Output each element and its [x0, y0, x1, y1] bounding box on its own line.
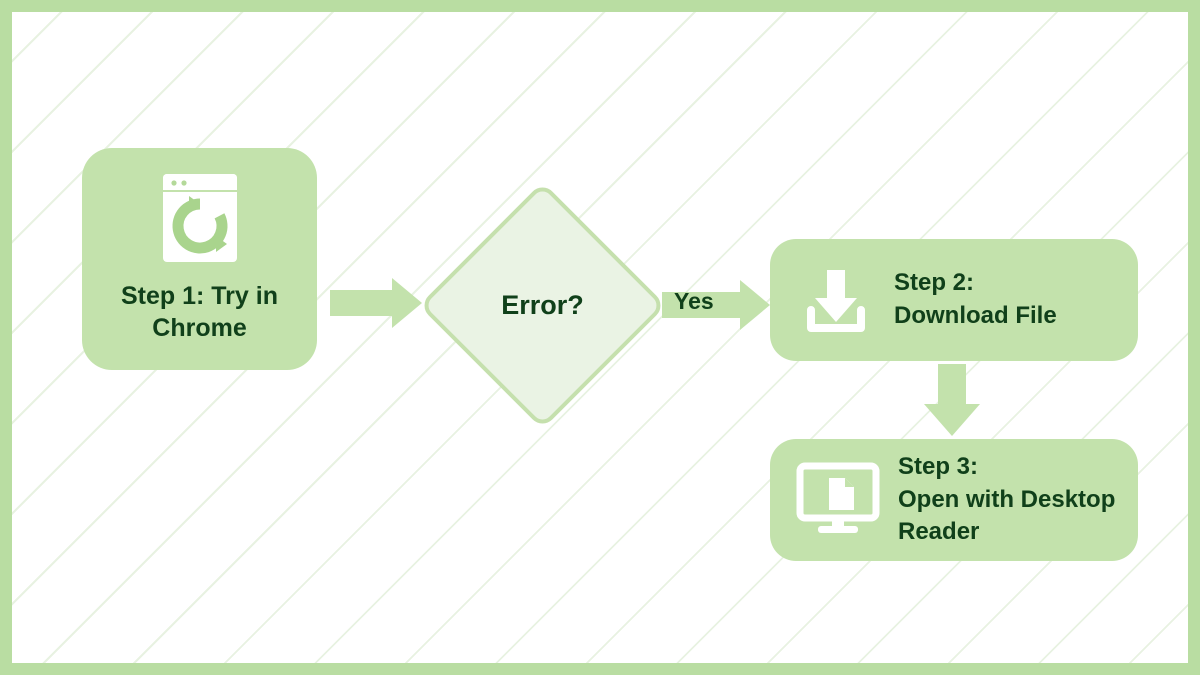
node-step2-label: Step 2: Download File [894, 267, 1057, 333]
node-step2-label-line1: Step 2: [894, 269, 975, 297]
arrow-step2-to-step3 [924, 364, 980, 436]
arrow-head [740, 280, 770, 330]
arrow-head [392, 278, 422, 328]
node-decision-label: Error? [501, 290, 584, 320]
arrow-step1-to-decision [330, 278, 422, 328]
edge-label-yes: Yes [674, 288, 714, 314]
node-step3-label: Step 3: Open with Desktop Reader [898, 451, 1138, 550]
node-step2[interactable]: Step 2: Download File [770, 239, 1138, 361]
desktop-document-icon [796, 458, 880, 543]
node-step1-label: Step 1: Try in Chrome [121, 282, 278, 342]
download-icon [796, 258, 876, 343]
arrow-shaft [938, 364, 966, 406]
node-step3-label-line1: Step 3: [898, 452, 979, 480]
node-step3[interactable]: Step 3: Open with Desktop Reader [770, 439, 1138, 561]
node-step1[interactable]: Step 1: Try in Chrome [82, 148, 317, 370]
node-step2-label-line2: Download File [894, 302, 1057, 329]
arrow-head [924, 404, 980, 436]
arrow-shaft [330, 290, 392, 316]
browser-refresh-icon [162, 174, 237, 267]
arrow-shaft [662, 292, 742, 318]
node-step3-label-line2: Open with Desktop Reader [898, 485, 1116, 546]
diagram-panel: Step 1: Try in Chrome Error? Yes [12, 12, 1188, 663]
arrow-decision-to-step2 [662, 280, 770, 330]
